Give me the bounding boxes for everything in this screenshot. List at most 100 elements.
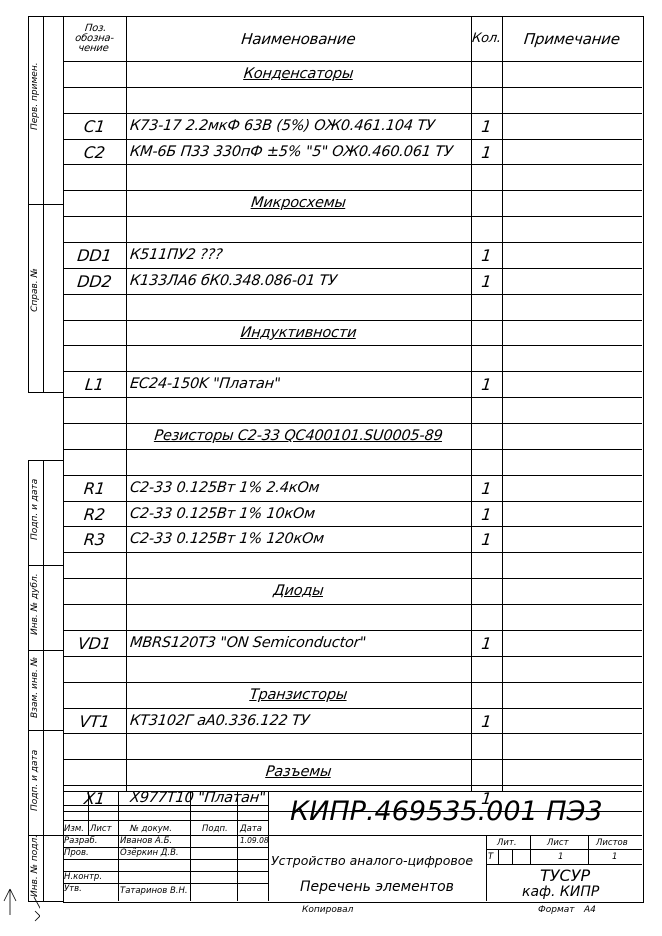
row-quantity: 1 [480, 529, 493, 549]
row-position: R3 [83, 529, 106, 549]
row-divider [63, 475, 642, 476]
row-divider [63, 682, 642, 683]
row-divider [63, 113, 642, 114]
row-quantity [470, 397, 504, 423]
list-value: 1 [558, 852, 564, 862]
row-position [62, 682, 128, 708]
row-position [62, 423, 128, 449]
col-izm: Изм. [64, 824, 84, 834]
row-divider [63, 190, 642, 191]
row-name: К73-17 2.2мкФ 63В (5%) ОЖ0.461.104 ТУ [129, 118, 436, 134]
row-divider [63, 216, 642, 217]
footer-format-label: Формат [538, 905, 575, 915]
razrab-label: Разраб. [64, 836, 98, 846]
row-quantity [470, 552, 504, 578]
side-label-podp-data-1: Подп. и дата [30, 478, 40, 540]
header-pos-line1: Поз. [84, 22, 107, 34]
row-quantity [470, 759, 504, 785]
row-position: C2 [83, 142, 106, 162]
row-name [129, 733, 473, 759]
row-quantity [470, 345, 504, 371]
row-quantity: 1 [480, 271, 493, 291]
row-position [62, 294, 128, 320]
section-title: Разъемы [264, 764, 333, 780]
row-name: К133ЛА6 бК0.348.086-01 ТУ [129, 273, 338, 289]
section-title: Резисторы С2-33 QC400101.SU0005-89 [153, 428, 444, 444]
row-position [62, 759, 128, 785]
row-divider [63, 87, 642, 88]
row-quantity [470, 578, 504, 604]
drawing-frame [63, 16, 644, 903]
col-dokum: № докум. [130, 824, 172, 834]
nkontr-label: Н.контр. [64, 872, 103, 882]
utv-label: Утв. [64, 884, 82, 894]
row-quantity [470, 423, 504, 449]
row-position [62, 320, 128, 346]
section-title: Диоды [272, 583, 325, 599]
row-quantity: 1 [480, 374, 493, 394]
title-line-2: Перечень элементов [300, 879, 454, 895]
row-divider [63, 397, 642, 398]
row-name: С2-33 0.125Вт 1% 10кОм [129, 506, 316, 522]
row-position: R1 [83, 478, 106, 498]
row-quantity: 1 [480, 116, 493, 136]
row-position: R2 [83, 504, 106, 524]
row-quantity [470, 164, 504, 190]
row-position [62, 216, 128, 242]
row-divider [63, 708, 642, 709]
row-quantity [470, 216, 504, 242]
row-name: EC24-150K "Платан" [129, 376, 282, 392]
razrab-name: Иванов А.Б. [120, 836, 173, 846]
listov-label: Листов [596, 838, 628, 848]
row-name [129, 604, 473, 630]
row-divider [63, 449, 642, 450]
row-divider [63, 371, 642, 372]
row-position: C1 [83, 116, 106, 136]
row-quantity [470, 87, 504, 113]
row-divider [63, 785, 642, 786]
row-quantity [470, 320, 504, 346]
row-quantity: 1 [480, 633, 493, 653]
row-name: К511ПУ2 ??? [129, 247, 224, 263]
prov-label: Пров. [64, 848, 89, 858]
row-divider [63, 733, 642, 734]
corner-mark-icon [3, 888, 40, 922]
section-title: Индуктивности [239, 325, 358, 341]
row-quantity [470, 294, 504, 320]
row-position [62, 552, 128, 578]
row-position [62, 733, 128, 759]
side-label-sprav: Справ. № [30, 268, 40, 312]
row-quantity [470, 449, 504, 475]
lit-label: Лит. [497, 838, 517, 848]
side-label-vzam-inv: Взам. инв. № [30, 656, 40, 718]
row-position: DD2 [76, 271, 113, 291]
row-divider [63, 139, 642, 140]
row-position [62, 190, 128, 216]
row-quantity: 1 [480, 504, 493, 524]
utv-name: Татаринов В.Н. [120, 886, 188, 896]
row-divider [63, 630, 642, 631]
col-data: Дата [240, 824, 263, 834]
row-divider [63, 423, 642, 424]
row-position [62, 578, 128, 604]
header-note: Примечание [523, 29, 621, 48]
row-quantity: 1 [480, 245, 493, 265]
row-quantity [470, 733, 504, 759]
header-name: Наименование [240, 29, 357, 48]
prov-name: Озёркин Д.В. [120, 848, 179, 858]
header-qty: Кол. [471, 31, 502, 46]
side-label-podp-data-2: Подп. и дата [30, 749, 40, 811]
footer-kopiroval: Копировал [302, 905, 354, 915]
header-pos: Поз. обозна- чение [61, 16, 129, 61]
row-position [62, 164, 128, 190]
row-divider [63, 294, 642, 295]
row-quantity [470, 190, 504, 216]
row-divider [63, 604, 642, 605]
org-line-2: каф. КИПР [522, 884, 600, 900]
listov-value: 1 [612, 852, 618, 862]
footer-format-value: А4 [584, 905, 596, 915]
row-divider [63, 578, 642, 579]
header-pos-line3: чение [77, 42, 110, 54]
row-name: MBRS120T3 "ON Semiconductor" [129, 635, 367, 651]
row-name [129, 552, 473, 578]
